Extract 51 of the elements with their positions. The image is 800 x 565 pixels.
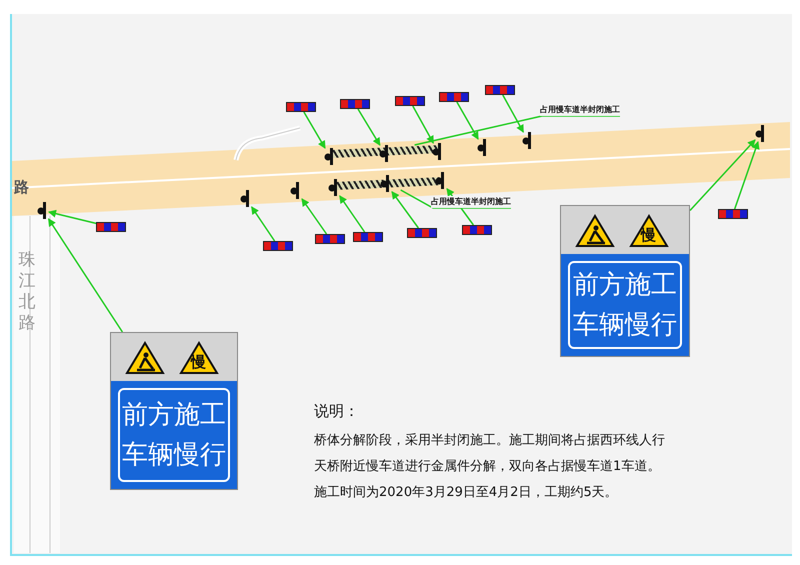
barrier-icon bbox=[340, 99, 370, 109]
traffic-post-icon bbox=[477, 139, 489, 156]
arrow bbox=[734, 141, 760, 210]
arrow bbox=[303, 112, 326, 149]
barrier-icon bbox=[718, 209, 748, 219]
barrier-icon bbox=[395, 96, 425, 106]
arrow bbox=[357, 108, 380, 146]
barrier-icon bbox=[96, 222, 126, 232]
traffic-post-icon bbox=[522, 132, 534, 149]
traffic-post-icon bbox=[324, 148, 336, 165]
note-text: 桥体分解阶段，采用半封闭施工。施工期间将占据西环线人行天桥附近慢车道进行金属件分解，双向各占据慢车道1车道。施工时间为2020年3月29日至4月2日，工期约5天。 bbox=[314, 432, 666, 502]
traffic-post-icon bbox=[328, 179, 340, 196]
traffic-post-icon bbox=[37, 202, 49, 219]
road-name: 珠江北路 bbox=[18, 250, 36, 334]
arrow bbox=[502, 94, 524, 133]
road-name: 路 bbox=[14, 178, 30, 197]
traffic-post-icon bbox=[290, 182, 302, 199]
barrier-icon bbox=[462, 225, 492, 235]
sign-text: 前方施工车辆慢行 bbox=[572, 269, 678, 342]
leader-line bbox=[414, 115, 620, 146]
arrow bbox=[412, 106, 434, 144]
traffic-post-icon bbox=[240, 190, 252, 207]
traffic-post-icon bbox=[435, 172, 447, 189]
arrow bbox=[301, 198, 328, 234]
barrier-icon bbox=[286, 102, 316, 112]
traffic-post-icon bbox=[755, 125, 767, 142]
arrow bbox=[391, 191, 419, 228]
traffic-post-icon bbox=[432, 143, 444, 160]
construction-zone-label: 占用慢车道半封闭施工 bbox=[431, 196, 511, 208]
barrier-icon bbox=[263, 241, 293, 251]
traffic-post-icon bbox=[380, 175, 392, 192]
warning-sign-text: 慢 bbox=[641, 226, 656, 245]
arrow bbox=[689, 139, 756, 211]
barrier-icon bbox=[407, 228, 437, 238]
arrow bbox=[251, 206, 276, 242]
warning-sign-text: 慢 bbox=[191, 353, 206, 372]
construction-zone-label: 占用慢车道半封闭施工 bbox=[540, 104, 620, 116]
arrow bbox=[456, 102, 479, 140]
traffic-post-icon bbox=[379, 145, 391, 162]
leader-line bbox=[400, 189, 511, 209]
arrow bbox=[339, 195, 366, 232]
sign-text: 前方施工车辆慢行 bbox=[121, 399, 227, 472]
arrow bbox=[48, 210, 96, 224]
barrier-icon bbox=[485, 85, 515, 95]
barrier-icon bbox=[439, 92, 469, 102]
warning-sign-board bbox=[110, 332, 238, 490]
barrier-icon bbox=[353, 232, 383, 242]
arrow bbox=[48, 218, 124, 332]
barrier-icon bbox=[315, 234, 345, 244]
note-heading: 说明： bbox=[314, 402, 360, 421]
warning-sign-board bbox=[560, 205, 690, 357]
